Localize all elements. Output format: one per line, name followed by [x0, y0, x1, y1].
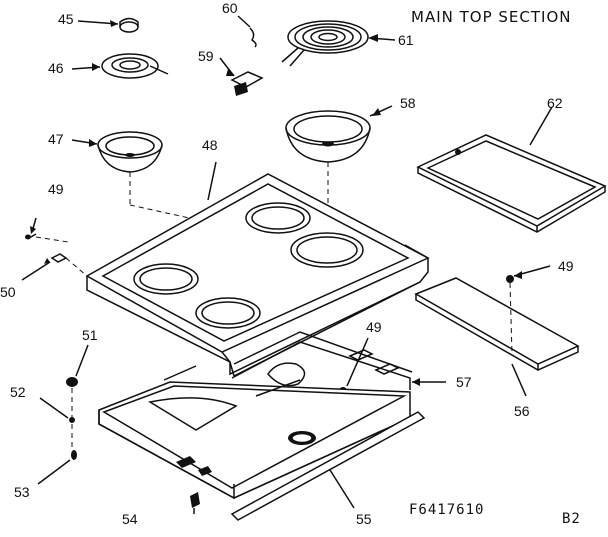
- callout-55: 55: [356, 511, 372, 527]
- callout-49-right: 49: [558, 258, 574, 274]
- callout-57: 57: [456, 374, 472, 390]
- callout-58: 58: [400, 95, 416, 111]
- part-61-surface-element: [281, 20, 396, 67]
- callout-61: 61: [398, 32, 414, 48]
- callout-46: 46: [48, 60, 64, 76]
- part-58-large-drip-bowl: [285, 105, 393, 255]
- callout-53: 53: [14, 484, 30, 500]
- callout-56: 56: [514, 403, 530, 419]
- part-62-cover-panel: [416, 106, 607, 233]
- drawing-code: F6417610: [409, 502, 485, 518]
- part-45-knob: [77, 17, 139, 33]
- callout-52: 52: [10, 384, 26, 400]
- callout-49-left: 49: [48, 181, 64, 197]
- part-60-wire: [237, 15, 257, 48]
- part-48-cooktop: [85, 161, 430, 378]
- callout-59: 59: [198, 48, 214, 64]
- page-code: B2: [562, 511, 581, 527]
- callout-47: 47: [48, 131, 64, 147]
- callout-50: 50: [0, 284, 16, 300]
- part-50-clip: [21, 253, 88, 281]
- callout-54: 54: [122, 511, 138, 527]
- callout-48: 48: [202, 137, 218, 153]
- part-59-terminal-block: [219, 57, 264, 96]
- callout-62: 62: [547, 95, 563, 111]
- callout-51: 51: [82, 327, 98, 343]
- callout-49-middle: 49: [366, 319, 382, 335]
- part-51-53-hardware: [37, 344, 89, 485]
- part-55-front-trim: [230, 411, 426, 521]
- callout-arrows: [30, 20, 522, 386]
- part-56-rear-trim: [414, 265, 580, 397]
- part-46-element-bracket: [71, 53, 169, 79]
- part-57-burner-box: [231, 331, 446, 395]
- diagram-title: MAIN TOP SECTION: [411, 8, 572, 26]
- part-54-lower-frame: [98, 365, 411, 514]
- callout-60: 60: [222, 0, 238, 16]
- callout-45: 45: [58, 11, 74, 27]
